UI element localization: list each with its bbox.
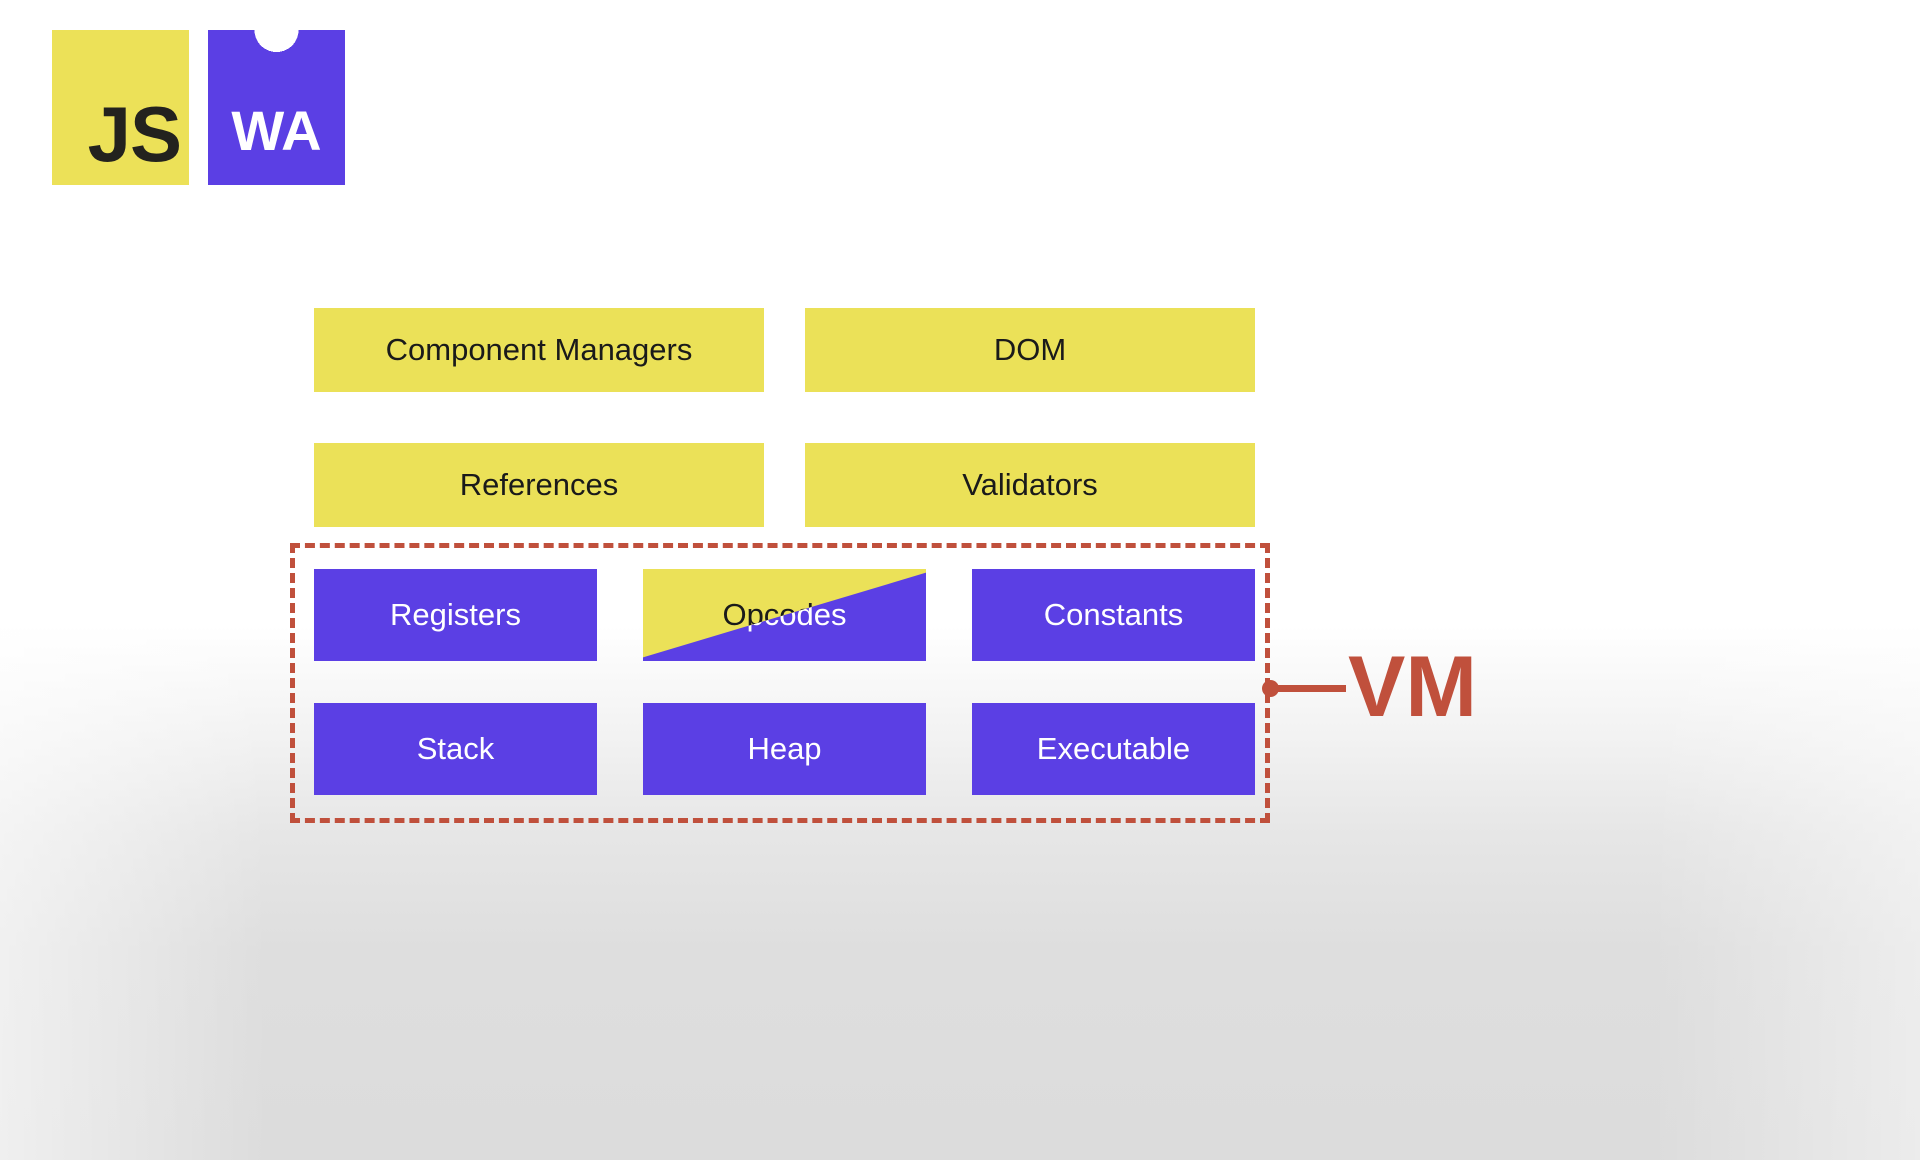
- vm-callout-label: VM: [1348, 639, 1477, 735]
- javascript-logo-label: JS: [87, 89, 182, 178]
- block-registers[interactable]: Registers: [314, 569, 597, 661]
- vm-callout-leader-line: [1278, 685, 1346, 692]
- block-executable[interactable]: Executable: [972, 703, 1255, 795]
- block-label: Heap: [747, 731, 822, 766]
- block-label: Registers: [390, 597, 521, 632]
- block-label: References: [459, 467, 619, 502]
- block-label: Stack: [416, 731, 495, 766]
- block-opcodes[interactable]: Opcodes Opcodes: [643, 569, 926, 661]
- block-references[interactable]: References: [314, 443, 764, 527]
- javascript-logo-icon: JS: [52, 30, 189, 185]
- block-constants[interactable]: Constants: [972, 569, 1255, 661]
- block-component-managers[interactable]: Component Managers: [314, 308, 764, 392]
- webassembly-logo-label: WA: [231, 99, 322, 162]
- block-label: Constants: [1043, 597, 1184, 632]
- block-heap[interactable]: Heap: [643, 703, 926, 795]
- block-label: Validators: [962, 467, 1098, 502]
- block-label: Component Managers: [385, 332, 693, 367]
- block-dom[interactable]: DOM: [805, 308, 1255, 392]
- block-label: Executable: [1036, 731, 1191, 766]
- vm-callout-dot-icon: [1262, 680, 1279, 697]
- webassembly-logo-icon: WA: [208, 30, 345, 185]
- block-label: DOM: [993, 332, 1067, 367]
- block-validators[interactable]: Validators: [805, 443, 1255, 527]
- block-stack[interactable]: Stack: [314, 703, 597, 795]
